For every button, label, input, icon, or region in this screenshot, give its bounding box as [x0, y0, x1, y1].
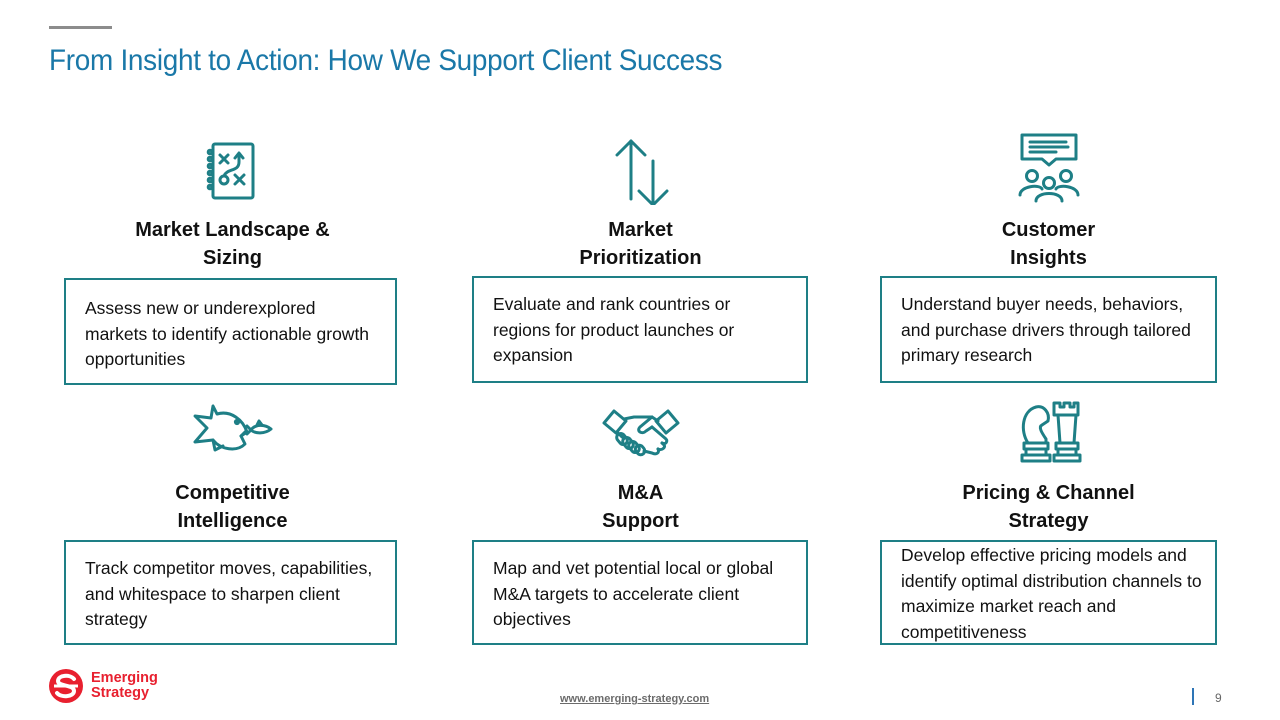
- up-down-arrows-icon: [601, 135, 681, 205]
- service-heading: Pricing & Channel Strategy: [880, 479, 1217, 535]
- page-number-divider: [1192, 688, 1194, 705]
- service-description: Map and vet potential local or global M&…: [493, 558, 774, 629]
- service-description: Assess new or underexplored markets to i…: [85, 298, 370, 369]
- service-heading: Market Landscape & Sizing: [64, 216, 401, 272]
- service-heading: Customer Insights: [880, 216, 1217, 272]
- service-description-box: Understand buyer needs, behaviors, and p…: [880, 276, 1217, 383]
- service-heading-line: Market Landscape &: [135, 219, 330, 241]
- service-description: Develop effective pricing models and ide…: [901, 545, 1202, 642]
- service-heading-line: Strategy: [1008, 510, 1089, 532]
- handshake-icon: [596, 396, 686, 466]
- company-logo: Emerging Strategy: [48, 668, 158, 704]
- service-description-box: Evaluate and rank countries or regions f…: [472, 276, 808, 383]
- service-heading-line: Customer: [1001, 219, 1096, 241]
- audience-speech-icon: [1009, 132, 1089, 203]
- service-description-box: Map and vet potential local or global M&…: [472, 540, 808, 645]
- logo-wordmark: Emerging Strategy: [91, 671, 158, 701]
- service-description-box: Track competitor moves, capabilities, an…: [64, 540, 397, 645]
- chess-pieces-icon: [1009, 396, 1089, 466]
- service-heading-line: Market: [608, 219, 673, 241]
- emerging-strategy-logo-icon: [49, 669, 83, 703]
- service-heading-line: Support: [602, 510, 679, 532]
- service-heading-line: Pricing & Channel: [962, 482, 1135, 504]
- service-heading-line: Intelligence: [177, 510, 288, 532]
- page-title: From Insight to Action: How We Support C…: [49, 44, 723, 77]
- service-heading-line: Competitive: [175, 482, 290, 504]
- page-number: 9: [1215, 691, 1222, 705]
- service-description: Understand buyer needs, behaviors, and p…: [901, 294, 1191, 365]
- logo-line-1: Emerging: [91, 670, 158, 686]
- service-heading-line: Prioritization: [579, 247, 702, 269]
- service-heading: M&A Support: [472, 479, 809, 535]
- service-description: Track competitor moves, capabilities, an…: [85, 558, 373, 629]
- service-heading-line: M&A: [617, 482, 664, 504]
- title-accent-rule: [49, 26, 112, 29]
- logo-line-2: Strategy: [91, 685, 150, 701]
- service-description-box: Assess new or underexplored markets to i…: [64, 278, 397, 385]
- service-heading: Market Prioritization: [472, 216, 809, 272]
- service-description-box: Develop effective pricing models and ide…: [880, 540, 1217, 645]
- website-link[interactable]: www.emerging-strategy.com: [560, 693, 710, 705]
- service-heading-line: Sizing: [203, 247, 262, 269]
- service-heading: Competitive Intelligence: [64, 479, 401, 535]
- service-heading-line: Insights: [1010, 247, 1087, 269]
- big-fish-small-fish-icon: [188, 394, 278, 464]
- service-description: Evaluate and rank countries or regions f…: [493, 294, 735, 365]
- strategy-playbook-icon: [193, 135, 273, 205]
